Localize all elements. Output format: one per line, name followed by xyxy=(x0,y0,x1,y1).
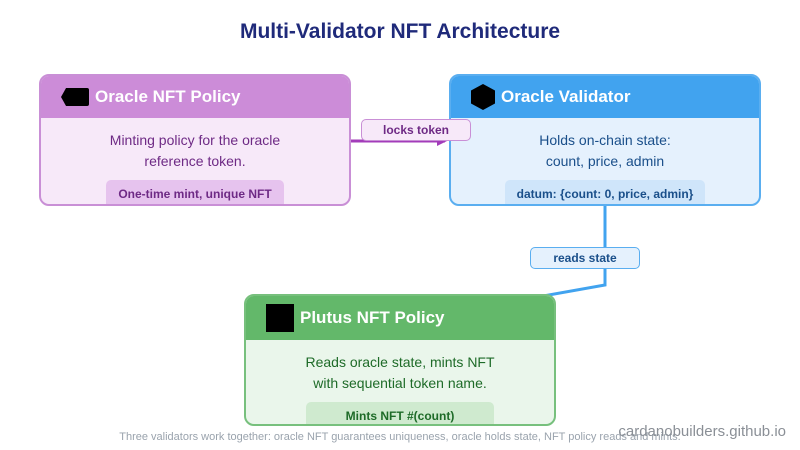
oracle-validator-desc-1: Holds on-chain state: xyxy=(539,132,671,148)
oracle-nft-policy-header: Oracle NFT Policy xyxy=(41,76,349,118)
oracle-nft-policy-desc-1: Minting policy for the oracle xyxy=(109,132,281,148)
locks-token-label: locks token xyxy=(361,119,471,141)
oracle-nft-policy-node: Oracle NFT Policy Minting policy for the… xyxy=(39,74,351,206)
oracle-nft-policy-pill: One-time mint, unique NFT xyxy=(106,180,284,204)
cube-icon xyxy=(471,84,495,110)
oracle-validator-header: Oracle Validator xyxy=(451,76,759,118)
plutus-nft-policy-pill: Mints NFT #(count) xyxy=(305,402,495,424)
reads-state-label: reads state xyxy=(530,247,640,269)
oracle-validator-pill: datum: {count: 0, price, admin} xyxy=(504,180,706,204)
watermark: cardanobuilders.github.io xyxy=(618,423,786,440)
footer-caption: Three validators work together: oracle N… xyxy=(119,431,681,443)
plutus-nft-policy-desc-1: Reads oracle state, mints NFT xyxy=(305,354,495,370)
oracle-nft-policy-title: Oracle NFT Policy xyxy=(95,87,241,106)
oracle-validator-title: Oracle Validator xyxy=(501,87,631,106)
square-icon xyxy=(266,304,294,332)
plutus-nft-policy-header: Plutus NFT Policy xyxy=(246,296,554,340)
oracle-nft-policy-body: Minting policy for the oracle reference … xyxy=(41,118,349,204)
plutus-nft-policy-desc-2: with sequential token name. xyxy=(313,375,487,391)
oracle-validator-node: Oracle Validator Holds on-chain state: c… xyxy=(449,74,761,206)
oracle-validator-body: Holds on-chain state: count, price, admi… xyxy=(451,118,759,204)
plutus-nft-policy-node: Plutus NFT Policy Reads oracle state, mi… xyxy=(244,294,556,426)
oracle-nft-policy-desc-2: reference token. xyxy=(144,153,246,169)
diagram-title: Multi-Validator NFT Architecture xyxy=(239,20,561,43)
oracle-validator-desc-2: count, price, admin xyxy=(545,153,665,169)
plutus-nft-policy-body: Reads oracle state, mints NFT with seque… xyxy=(246,340,554,424)
plutus-nft-policy-title: Plutus NFT Policy xyxy=(300,308,445,327)
tag-icon xyxy=(61,88,89,106)
